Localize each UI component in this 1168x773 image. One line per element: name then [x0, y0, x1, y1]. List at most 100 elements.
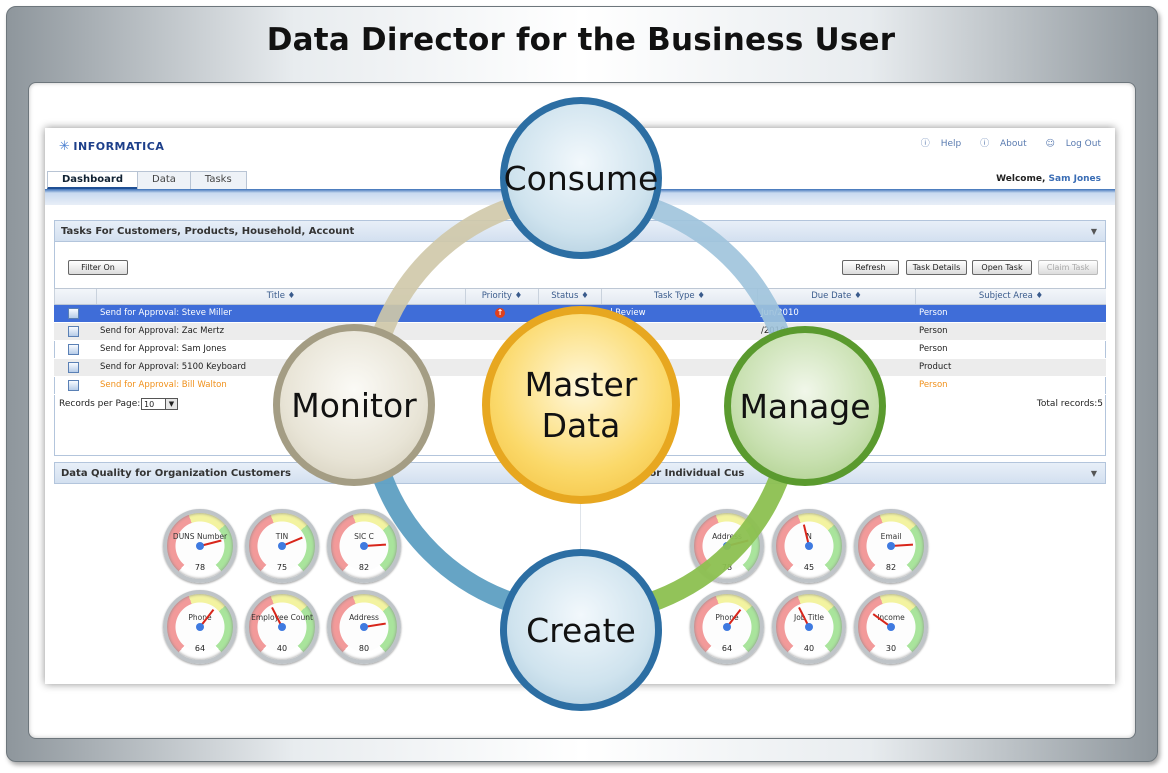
col-priority-label: Priority: [481, 291, 512, 301]
logout-label: Log Out: [1065, 139, 1101, 149]
master-data-node: Master Data: [482, 306, 680, 504]
col-priority[interactable]: Priority ♦: [465, 289, 538, 304]
col-task-type[interactable]: Task Type ♦: [601, 289, 757, 304]
task-details-button[interactable]: Task Details: [906, 260, 967, 275]
top-links: ⓘ Help ⓘ About ☺ Log Out: [905, 136, 1101, 149]
quality-gauge: Address 80: [327, 590, 401, 664]
user-icon: ☺: [1045, 139, 1055, 149]
gauge-value: 80: [358, 644, 370, 653]
dq-right-title: y for Individual Cus: [635, 468, 745, 479]
welcome-prefix: Welcome,: [996, 174, 1046, 184]
gauge-value: 64: [721, 644, 733, 653]
gauge-hub: [278, 542, 286, 550]
filter-on-button[interactable]: Filter On: [68, 260, 128, 275]
welcome-user[interactable]: Sam Jones: [1048, 174, 1101, 184]
informatica-logo: ✳INFORMATICA: [59, 139, 164, 154]
col-subject-area-label: Subject Area: [978, 291, 1033, 301]
gauge-value: 82: [358, 563, 370, 572]
gauge-value: 78: [194, 563, 206, 572]
records-per-page-value: 10: [144, 400, 155, 409]
gauge-value: 82: [885, 563, 897, 572]
gauge-value: 64: [194, 644, 206, 653]
gauge-label: Address: [712, 532, 742, 541]
row-title: Send for Approval: Sam Jones: [100, 344, 227, 354]
row-subject: Person: [919, 380, 948, 390]
quality-gauge: Phone 64: [163, 590, 237, 664]
task-icon-cell: [54, 341, 96, 358]
tab-tasks[interactable]: Tasks: [189, 171, 247, 189]
row-subject: Person: [919, 308, 948, 318]
gauge-label: Job Title: [793, 613, 825, 622]
gauge-hub: [360, 542, 368, 550]
row-title: Send for Approval: Zac Mertz: [100, 326, 225, 336]
about-label: About: [999, 139, 1027, 149]
row-title: Send for Approval: 5100 Keyboard: [100, 362, 247, 372]
create-node: Create: [500, 549, 662, 711]
col-status-label: Status: [551, 291, 579, 301]
total-records: Total records:5: [1036, 399, 1103, 409]
help-link[interactable]: ⓘ Help: [913, 139, 961, 149]
gauge-value: 40: [803, 644, 815, 653]
row-title: Send for Approval: Bill Walton: [100, 380, 227, 390]
tab-data[interactable]: Data: [137, 171, 191, 189]
gauge-label: Address: [349, 613, 379, 622]
gauge-hub: [805, 542, 813, 550]
row-title: Send for Approval: Steve Miller: [100, 308, 232, 318]
col-title-label: Title: [266, 291, 285, 301]
panel-collapse-icon[interactable]: ▼: [1090, 469, 1097, 478]
task-icon: [68, 308, 79, 319]
tab-dashboard[interactable]: Dashboard: [47, 171, 138, 189]
gauge-value: 30: [885, 644, 897, 653]
task-icon-cell: [54, 323, 96, 340]
task-icon-cell: [54, 377, 96, 394]
gauge-hub: [196, 623, 204, 631]
logo-star-icon: ✳: [59, 139, 71, 154]
records-per-page-select[interactable]: 10 ▼: [141, 398, 178, 410]
gauge-label: N: [806, 532, 812, 541]
gauge-label: Phone: [188, 613, 212, 622]
gauge-hub: [887, 542, 895, 550]
gauge-hub: [278, 623, 286, 631]
col-status[interactable]: Status ♦: [538, 289, 601, 304]
col-title[interactable]: Title ♦: [96, 289, 465, 304]
panel-collapse-icon[interactable]: ▼: [1090, 227, 1097, 236]
gauge-value: 75: [276, 563, 288, 572]
task-icon: [68, 380, 79, 391]
gauge-hub: [887, 623, 895, 631]
welcome-message: Welcome, Sam Jones: [996, 174, 1101, 184]
task-icon-cell: [54, 359, 96, 376]
monitor-node: Monitor: [273, 324, 435, 486]
col-icon: [54, 289, 96, 304]
refresh-button[interactable]: Refresh: [842, 260, 899, 275]
gauge-label: Phone: [715, 613, 739, 622]
grid-header: Title ♦ Priority ♦ Status ♦ Task Type ♦ …: [54, 288, 1106, 305]
gauge-value: 40: [276, 644, 288, 653]
help-label: Help: [940, 139, 962, 149]
quality-gauge: Employee Count 40: [245, 590, 319, 664]
consume-node: Consume: [500, 97, 662, 259]
slide-title: Data Director for the Business User: [266, 22, 896, 58]
quality-gauge: SIC C 82: [327, 509, 401, 583]
gauge-label: Employee Count: [251, 613, 313, 622]
row-task-type: al Review: [605, 308, 646, 318]
task-icon: [68, 326, 79, 337]
dq-left-title: Data Quality for Organization Customers: [61, 468, 291, 479]
gauge-hub: [196, 542, 204, 550]
priority-cell: ↑: [465, 305, 538, 322]
gauge-hub: [805, 623, 813, 631]
about-link[interactable]: ⓘ About: [972, 139, 1027, 149]
dropdown-arrow-icon[interactable]: ▼: [165, 399, 177, 409]
logout-link[interactable]: ☺ Log Out: [1037, 139, 1101, 149]
task-icon: [68, 362, 79, 373]
col-subject-area[interactable]: Subject Area ♦: [915, 289, 1106, 304]
high-priority-icon: ↑: [495, 308, 505, 318]
gauge-label: SIC C: [354, 532, 374, 541]
gauge-hub: [723, 623, 731, 631]
gauge-label: TIN: [275, 532, 289, 541]
col-task-type-label: Task Type: [654, 291, 695, 301]
claim-task-button[interactable]: Claim Task: [1038, 260, 1098, 275]
task-icon-cell: [54, 305, 96, 322]
open-task-button[interactable]: Open Task: [972, 260, 1032, 275]
